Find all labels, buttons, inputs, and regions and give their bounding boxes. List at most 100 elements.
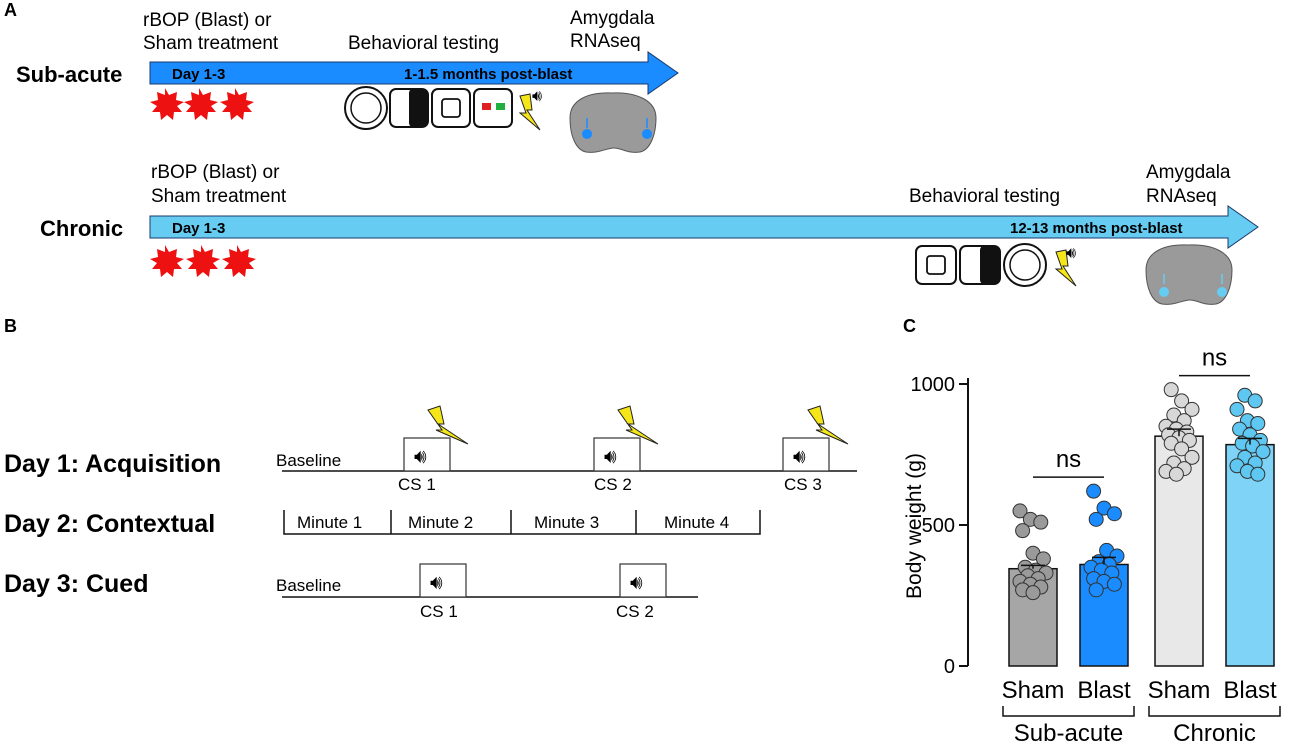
data-point (1184, 401, 1200, 417)
group-bracket (1148, 706, 1281, 717)
blast-burst-icon (150, 245, 184, 277)
shock-bolt-icon (518, 93, 541, 131)
data-point (1168, 466, 1184, 482)
day3-cs2-label: CS 2 (616, 602, 654, 621)
bar (1225, 443, 1275, 667)
data-point (1012, 503, 1028, 519)
group-label: Chronic (1173, 720, 1256, 744)
x-tick-label: Sham (1002, 677, 1065, 704)
shock-bolt-icon (1054, 249, 1077, 287)
subacute-behavior-icons: 🔊︎ (344, 86, 542, 131)
significance-label: ns (1056, 446, 1081, 473)
subacute-arrow-days: Day 1-3 (172, 66, 225, 83)
chart-y-axis-label: Body weight (g) (903, 453, 926, 599)
subacute-timeline-arrow (149, 51, 679, 95)
open-field-icon (344, 86, 388, 130)
x-tick-label: Sham (1148, 677, 1211, 704)
day2-minute3: Minute 3 (534, 513, 599, 532)
data-point (1106, 576, 1122, 592)
data-point (1106, 506, 1122, 522)
subacute-treatment-line2: Sham treatment (143, 33, 279, 54)
chronic-treatment-line2: Sham treatment (151, 186, 287, 207)
novel-object-icon (473, 88, 513, 128)
blast-burst-icon (222, 245, 256, 277)
day1-cs1-label: CS 1 (398, 475, 436, 494)
speaker-icon: 🔊︎ (630, 572, 643, 594)
blast-burst-icon (220, 88, 254, 120)
data-point (1015, 523, 1031, 539)
data-point (1184, 449, 1200, 465)
chronic-behavior-icons: 🔊︎ (915, 243, 1077, 287)
panel-b-label: B (4, 316, 17, 336)
subacute-amygdala-line2: RNAseq (570, 31, 641, 52)
y-tick-label: 1000 (911, 374, 956, 396)
day1-cs3-label: CS 3 (784, 475, 822, 494)
tone-box (782, 437, 830, 472)
chronic-treatment-line1: rBOP (Blast) or (151, 162, 280, 183)
subacute-brain-icon (569, 92, 657, 153)
panel-a-label: A (4, 0, 17, 20)
data-point (1163, 382, 1179, 398)
day1-baseline: Baseline (276, 451, 341, 470)
y-tick-label: 500 (922, 515, 955, 537)
elevated-maze-icon (915, 245, 957, 285)
data-point (1174, 441, 1190, 457)
shock-bolt-icon (617, 405, 659, 445)
shock-bolt-icon (427, 405, 469, 445)
data-point (1086, 483, 1102, 499)
speaker-icon: 🔊︎ (793, 446, 806, 468)
subacute-behavior-label: Behavioral testing (348, 33, 499, 54)
group-bracket (1002, 706, 1135, 717)
x-tick-label: Blast (1223, 677, 1277, 704)
tone-box (403, 437, 451, 472)
data-point (1247, 393, 1263, 409)
subacute-amygdala-line1: Amygdala (570, 8, 655, 29)
group-label: Sub-acute (1014, 720, 1123, 744)
subacute-treatment-line1: rBOP (Blast) or (143, 10, 272, 31)
shock-bolt-icon (807, 405, 849, 445)
x-tick-label: Blast (1077, 677, 1131, 704)
data-point (1229, 401, 1245, 417)
data-point (1088, 582, 1104, 598)
day2-minute2: Minute 2 (408, 513, 473, 532)
day3-cs1-label: CS 1 (420, 602, 458, 621)
subacute-row-label: Sub-acute (16, 62, 122, 87)
data-point (1250, 466, 1266, 482)
data-point (1033, 514, 1049, 530)
y-tick-label: 0 (944, 656, 955, 678)
speaker-icon: 🔊︎ (604, 446, 617, 468)
day2-minute4: Minute 4 (664, 513, 729, 532)
chronic-amygdala-line2: RNAseq (1146, 186, 1217, 207)
chronic-blast-icons (150, 245, 256, 277)
day1-title: Day 1: Acquisition (4, 450, 221, 478)
day3-baseline: Baseline (276, 576, 341, 595)
data-point (1025, 585, 1041, 601)
data-point (1250, 415, 1266, 431)
day1-cs2-label: CS 2 (594, 475, 632, 494)
significance-label: ns (1202, 345, 1227, 372)
tone-box (419, 563, 467, 598)
subacute-blast-icons (150, 88, 254, 120)
open-field-icon (1003, 243, 1047, 287)
day2-title: Day 2: Contextual (4, 510, 215, 538)
day3-title: Day 3: Cued (4, 570, 148, 598)
data-point (1174, 393, 1190, 409)
chronic-timeline-arrow (149, 205, 1259, 249)
speaker-icon: 🔊︎ (1066, 245, 1076, 262)
chronic-behavior-label: Behavioral testing (909, 186, 1060, 207)
chronic-arrow-days: Day 1-3 (172, 220, 225, 237)
elevated-maze-icon (431, 88, 471, 128)
tone-box (619, 563, 667, 598)
blast-burst-icon (184, 88, 218, 120)
speaker-icon: 🔊︎ (430, 572, 443, 594)
data-point (1255, 444, 1271, 460)
day3-cs-boxes: 🔊︎ 🔊︎ (419, 563, 667, 598)
blast-burst-icon (186, 245, 220, 277)
chronic-amygdala-line1: Amygdala (1146, 162, 1231, 183)
chronic-arrow-post: 12-13 months post-blast (1010, 220, 1183, 237)
day1-cs-boxes: 🔊︎ 🔊︎ 🔊︎ (403, 405, 849, 472)
subacute-arrow-post: 1-1.5 months post-blast (404, 66, 572, 83)
day2-bracket (283, 510, 761, 535)
